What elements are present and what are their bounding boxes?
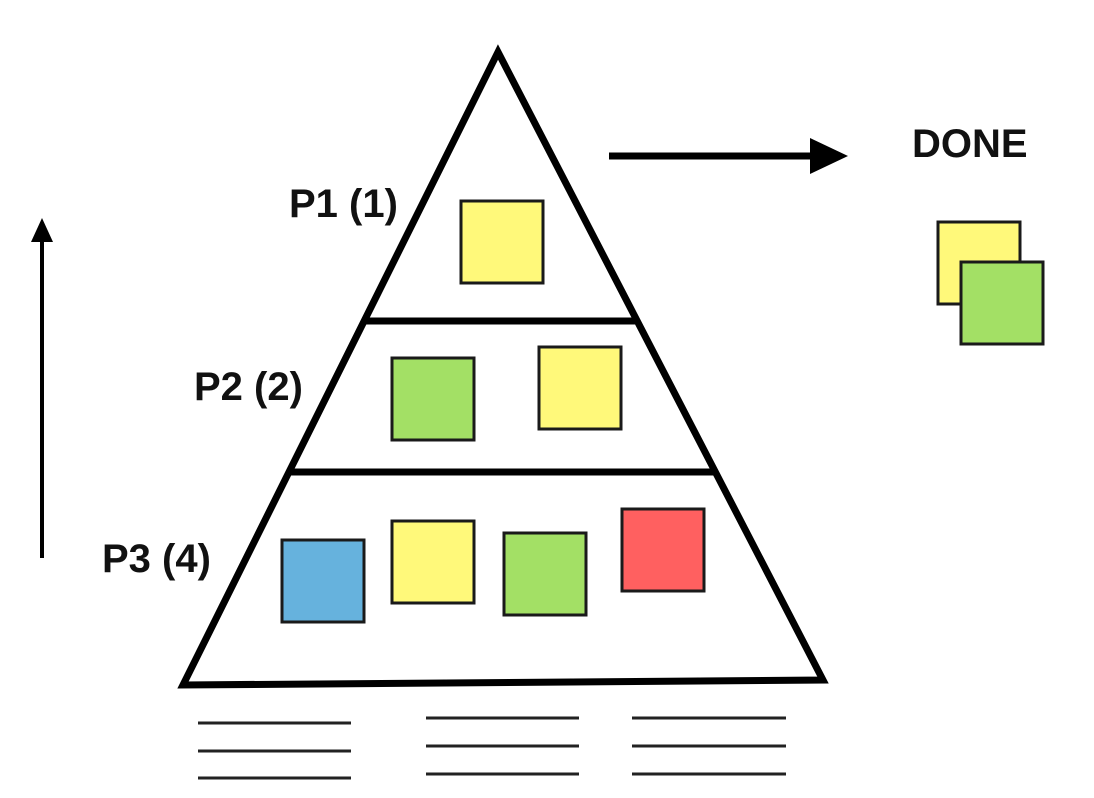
- placeholder-lines-center: [426, 716, 579, 776]
- placeholder-lines-left: [198, 721, 351, 780]
- tier-label-p2: P2 (2): [194, 365, 303, 409]
- tier-p2-notes: [390, 345, 623, 442]
- sticky-note: [502, 531, 588, 617]
- pyramid-outline: [177, 44, 829, 689]
- sticky-note: [620, 507, 706, 593]
- sticky-note: [390, 519, 476, 605]
- done-label: DONE: [912, 122, 1028, 166]
- sticky-note: [390, 356, 476, 442]
- sticky-note: [459, 199, 545, 285]
- tier-label-p1: P1 (1): [289, 182, 398, 226]
- tier-p3-notes: [280, 507, 706, 624]
- sticky-note: [537, 345, 623, 431]
- placeholder-lines-right: [632, 716, 786, 776]
- priority-arrow-icon: [31, 218, 53, 558]
- sticky-note: [280, 538, 366, 624]
- tier-p1-notes: [459, 199, 545, 285]
- done-notes: [936, 220, 1045, 346]
- sticky-note: [959, 260, 1045, 346]
- tier-label-p3: P3 (4): [102, 537, 211, 581]
- done-arrow-icon: [609, 138, 848, 174]
